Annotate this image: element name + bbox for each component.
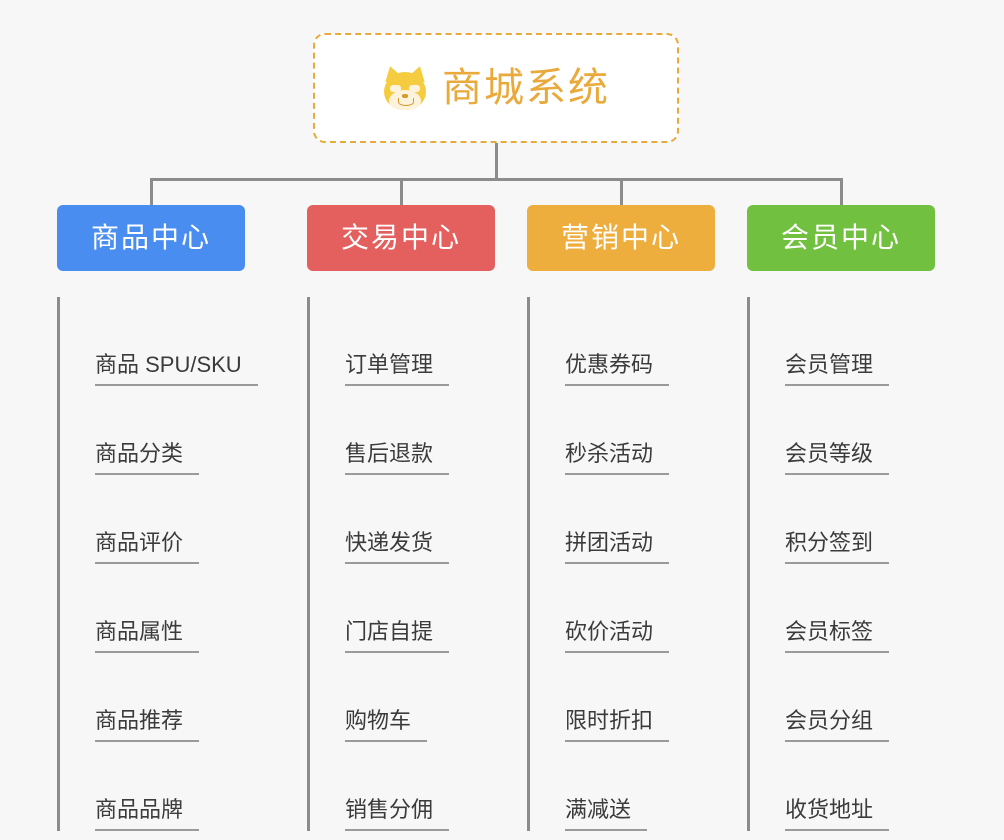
leaf-item-label: 购物车 — [345, 708, 428, 742]
leaf-item[interactable]: 优惠券码 — [533, 297, 715, 386]
root-title: 商城系统 — [442, 66, 610, 110]
category-label: 商品中心 — [90, 222, 211, 253]
leaf-trunk-member-center: 会员管理会员等级积分签到会员标签会员分组收货地址 — [747, 297, 935, 831]
leaf-item[interactable]: 砍价活动 — [533, 564, 715, 653]
category-label: 营销中心 — [560, 222, 681, 253]
leaf-item-label: 会员标签 — [785, 619, 890, 653]
leaf-item-label: 销售分佣 — [345, 797, 450, 831]
leaf-trunk-product-center: 商品 SPU/SKU 商品分类商品评价商品属性商品推荐商品品牌 — [57, 297, 258, 831]
leaf-item[interactable]: 会员管理 — [753, 297, 935, 386]
leaf-item-label: 商品分类 — [95, 441, 200, 475]
category-label: 交易中心 — [340, 222, 461, 253]
category-node-member-center[interactable]: 会员中心 — [747, 205, 935, 271]
branch-column-marketing-center: 营销中心优惠券码秒杀活动拼团活动砍价活动限时折扣满减送 — [527, 205, 715, 831]
branch-drop-member-center — [839, 178, 843, 205]
category-node-trade-center[interactable]: 交易中心 — [307, 205, 495, 271]
leaf-item[interactable]: 限时折扣 — [533, 653, 715, 742]
leaf-item-label: 满减送 — [565, 797, 648, 831]
leaf-item-label: 会员分组 — [785, 708, 890, 742]
leaf-item[interactable]: 商品属性 — [63, 564, 258, 653]
leaf-item-label: 拼团活动 — [565, 530, 670, 564]
category-node-marketing-center[interactable]: 营销中心 — [527, 205, 715, 271]
leaf-item-label: 会员管理 — [785, 352, 890, 386]
branch-drop-product-center — [149, 178, 153, 205]
leaf-item-label: 门店自提 — [345, 619, 450, 653]
leaf-item[interactable]: 积分签到 — [753, 475, 935, 564]
dog-face-icon — [381, 63, 429, 110]
leaf-item-label: 会员等级 — [785, 441, 890, 475]
leaf-item[interactable]: 商品推荐 — [63, 653, 258, 742]
branch-column-member-center: 会员中心会员管理会员等级积分签到会员标签会员分组收货地址 — [747, 205, 935, 831]
branch-bus-bar — [151, 178, 841, 181]
branch-column-trade-center: 交易中心订单管理售后退款快递发货门店自提购物车销售分佣 — [307, 205, 495, 831]
leaf-item-label: 砍价活动 — [565, 619, 670, 653]
branch-drop-marketing-center — [619, 178, 623, 205]
leaf-item[interactable]: 会员等级 — [753, 386, 935, 475]
leaf-item[interactable]: 秒杀活动 — [533, 386, 715, 475]
leaf-item[interactable]: 商品分类 — [63, 386, 258, 475]
leaf-item[interactable]: 购物车 — [313, 653, 495, 742]
leaf-trunk-marketing-center: 优惠券码秒杀活动拼团活动砍价活动限时折扣满减送 — [527, 297, 715, 831]
category-label: 会员中心 — [780, 222, 901, 253]
root-stem — [494, 143, 498, 181]
leaf-item-label: 积分签到 — [785, 530, 890, 564]
leaf-item[interactable]: 销售分佣 — [313, 742, 495, 831]
leaf-item-label: 商品评价 — [95, 530, 200, 564]
leaf-item[interactable]: 收货地址 — [753, 742, 935, 831]
leaf-item-label: 商品推荐 — [95, 708, 200, 742]
leaf-item-label: 秒杀活动 — [565, 441, 670, 475]
leaf-item[interactable]: 会员分组 — [753, 653, 935, 742]
branch-column-product-center: 商品中心商品 SPU/SKU 商品分类商品评价商品属性商品推荐商品品牌 — [57, 205, 258, 831]
leaf-item-label: 售后退款 — [345, 441, 450, 475]
leaf-item[interactable]: 订单管理 — [313, 297, 495, 386]
leaf-item-label: 优惠券码 — [565, 352, 670, 386]
leaf-item[interactable]: 门店自提 — [313, 564, 495, 653]
leaf-item-label: 快递发货 — [345, 530, 450, 564]
branch-drop-trade-center — [399, 178, 403, 205]
leaf-item[interactable]: 售后退款 — [313, 386, 495, 475]
leaf-item[interactable]: 拼团活动 — [533, 475, 715, 564]
leaf-item[interactable]: 商品品牌 — [63, 742, 258, 831]
leaf-trunk-trade-center: 订单管理售后退款快递发货门店自提购物车销售分佣 — [307, 297, 495, 831]
leaf-item[interactable]: 会员标签 — [753, 564, 935, 653]
leaf-item[interactable]: 商品评价 — [63, 475, 258, 564]
leaf-item[interactable]: 快递发货 — [313, 475, 495, 564]
leaf-item-label: 收货地址 — [785, 797, 890, 831]
leaf-item-label: 订单管理 — [345, 352, 450, 386]
leaf-item[interactable]: 商品 SPU/SKU — [63, 297, 258, 386]
leaf-item-label: 商品属性 — [95, 619, 200, 653]
leaf-item-label: 限时折扣 — [565, 708, 670, 742]
leaf-item-label: 商品 SPU/SKU — [95, 352, 258, 386]
category-node-product-center[interactable]: 商品中心 — [57, 205, 245, 271]
leaf-item[interactable]: 满减送 — [533, 742, 715, 831]
leaf-item-label: 商品品牌 — [95, 797, 200, 831]
root-node[interactable]: 商城系统 — [313, 33, 679, 143]
